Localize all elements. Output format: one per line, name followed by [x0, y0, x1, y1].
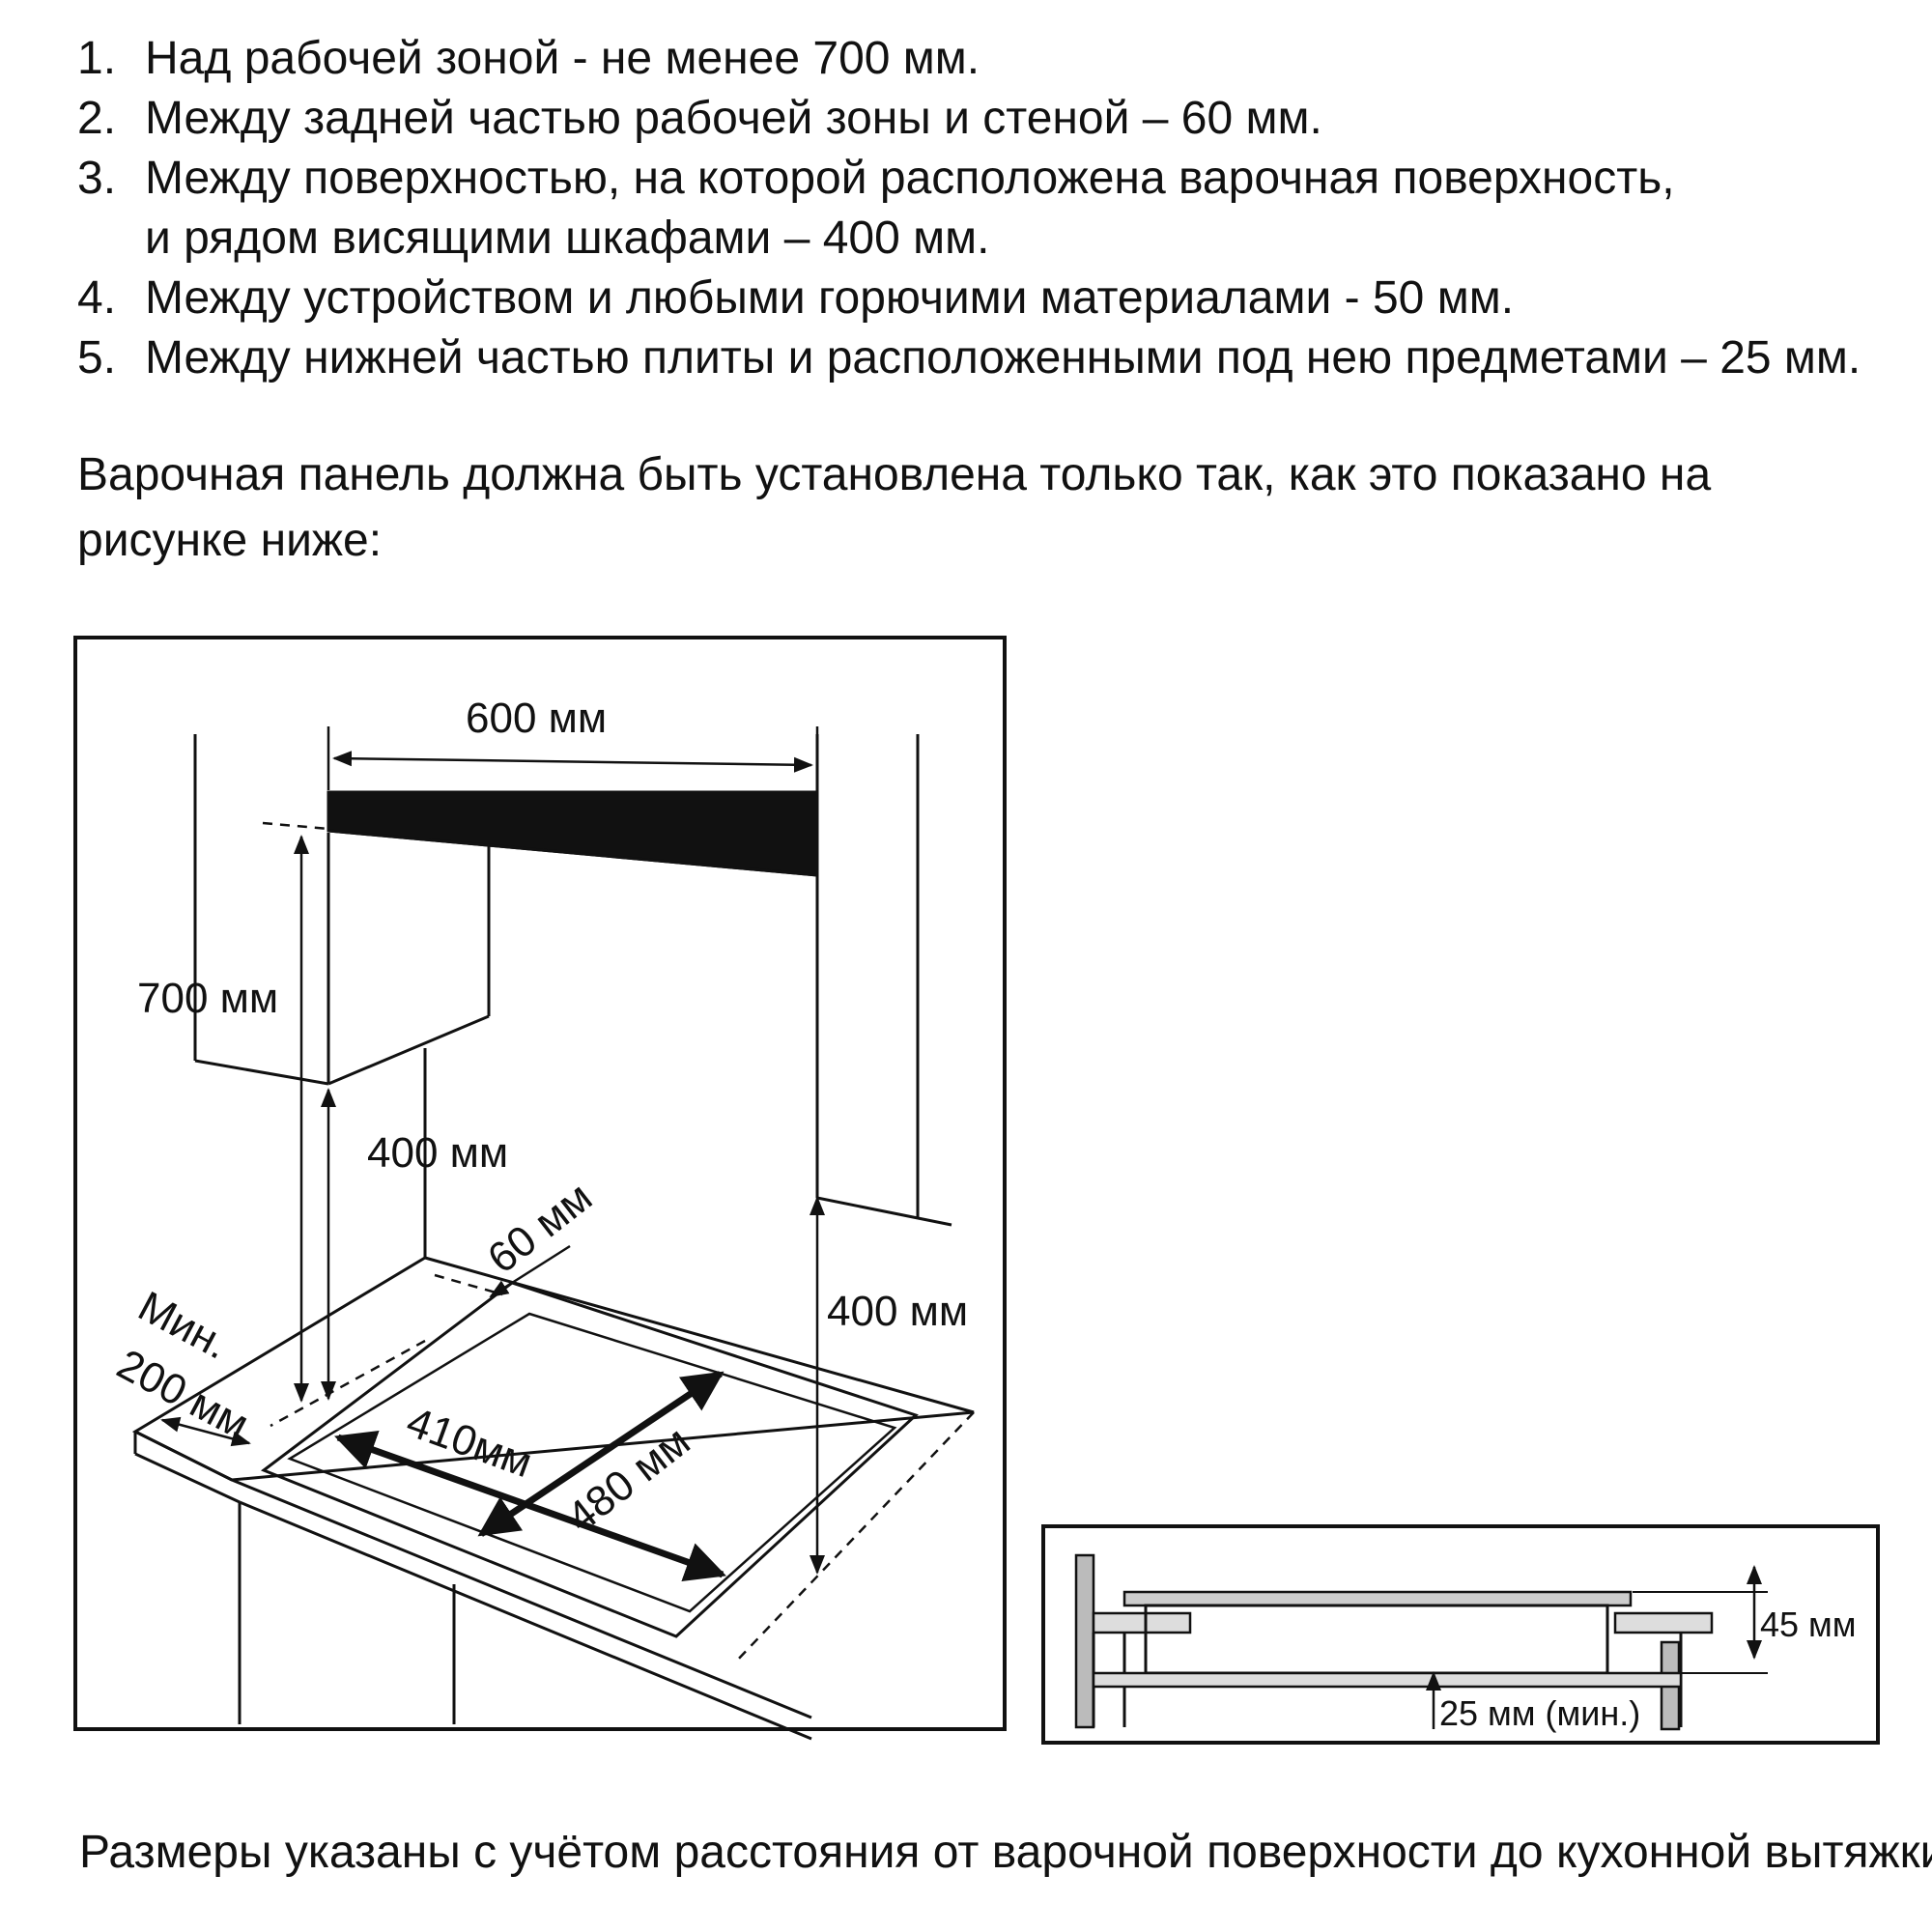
section-labels: 45 мм 25 мм (мин.): [1439, 1605, 1857, 1733]
requirement-text: Между поверхностью, на которой расположе…: [145, 149, 1893, 269]
requirement-number: 5.: [77, 332, 117, 384]
side-min-label-line-2: 200 мм: [109, 1341, 256, 1449]
thickness-label: 45 мм: [1760, 1605, 1857, 1644]
requirement-item: 5. Между нижней частью плиты и расположе…: [77, 328, 1893, 388]
requirement-text-line: и рядом висящими шкафами – 400 мм.: [145, 213, 990, 264]
range-hood: [327, 790, 819, 877]
footer-note: Размеры указаны с учётом расстояния от в…: [79, 1827, 1932, 1878]
dimension-lines: [160, 726, 825, 1582]
height-label: 700 мм: [137, 975, 278, 1022]
requirements-list: 1. Над рабочей зоной - не менее 700 мм. …: [77, 29, 1893, 388]
requirement-text-line: Между поверхностью, на которой расположе…: [145, 153, 1675, 204]
requirement-number: 3.: [77, 153, 117, 204]
left-cabinet-label: 400 мм: [367, 1129, 508, 1177]
cutout-depth-arrow: [477, 1371, 724, 1537]
requirement-item: 4. Между устройством и любыми горючими м…: [77, 269, 1893, 328]
requirement-item: 2. Между задней частью рабочей зоны и ст…: [77, 89, 1893, 149]
width-dimension-arrow: [332, 751, 813, 773]
requirement-text: Между задней частью рабочей зоны и стено…: [145, 93, 1322, 144]
requirement-item: 3. Между поверхностью, на которой распол…: [77, 149, 1893, 269]
right-cabinet-label: 400 мм: [827, 1288, 968, 1335]
requirement-number: 2.: [77, 93, 117, 144]
right-wall-cabinet: [815, 734, 952, 1227]
wall-gap-arrow: [489, 1244, 571, 1298]
cutout-width-label: 410мм: [401, 1398, 539, 1487]
requirement-text: Между нижней частью плиты и расположенны…: [145, 332, 1861, 384]
intro-text: Варочная панель должна быть установлена …: [77, 449, 1712, 566]
kitchen-installation-diagram: [73, 636, 1007, 1741]
section-hob-body: [1144, 1604, 1609, 1675]
requirement-number: 4.: [77, 272, 117, 324]
section-diagram: [1041, 1524, 1880, 1745]
left-wall-cabinet: [193, 734, 491, 1086]
width-label: 600 мм: [466, 695, 607, 742]
side-min-arrow: [160, 1416, 251, 1447]
clearance-label: 25 мм (мин.): [1439, 1693, 1640, 1733]
section-hob-glass: [1122, 1590, 1633, 1607]
hob-outline: [260, 1281, 919, 1638]
requirement-text: Над рабочей зоной - не менее 700 мм.: [145, 33, 980, 84]
hob-cooking-surface: [287, 1312, 897, 1613]
requirement-text: Между устройством и любыми горючими мате…: [145, 272, 1515, 324]
requirement-item: 1. Над рабочей зоной - не менее 700 мм.: [77, 29, 1893, 89]
diagram-frame: [73, 636, 1007, 1731]
requirement-number: 1.: [77, 33, 117, 84]
section-frame: [1041, 1524, 1880, 1745]
